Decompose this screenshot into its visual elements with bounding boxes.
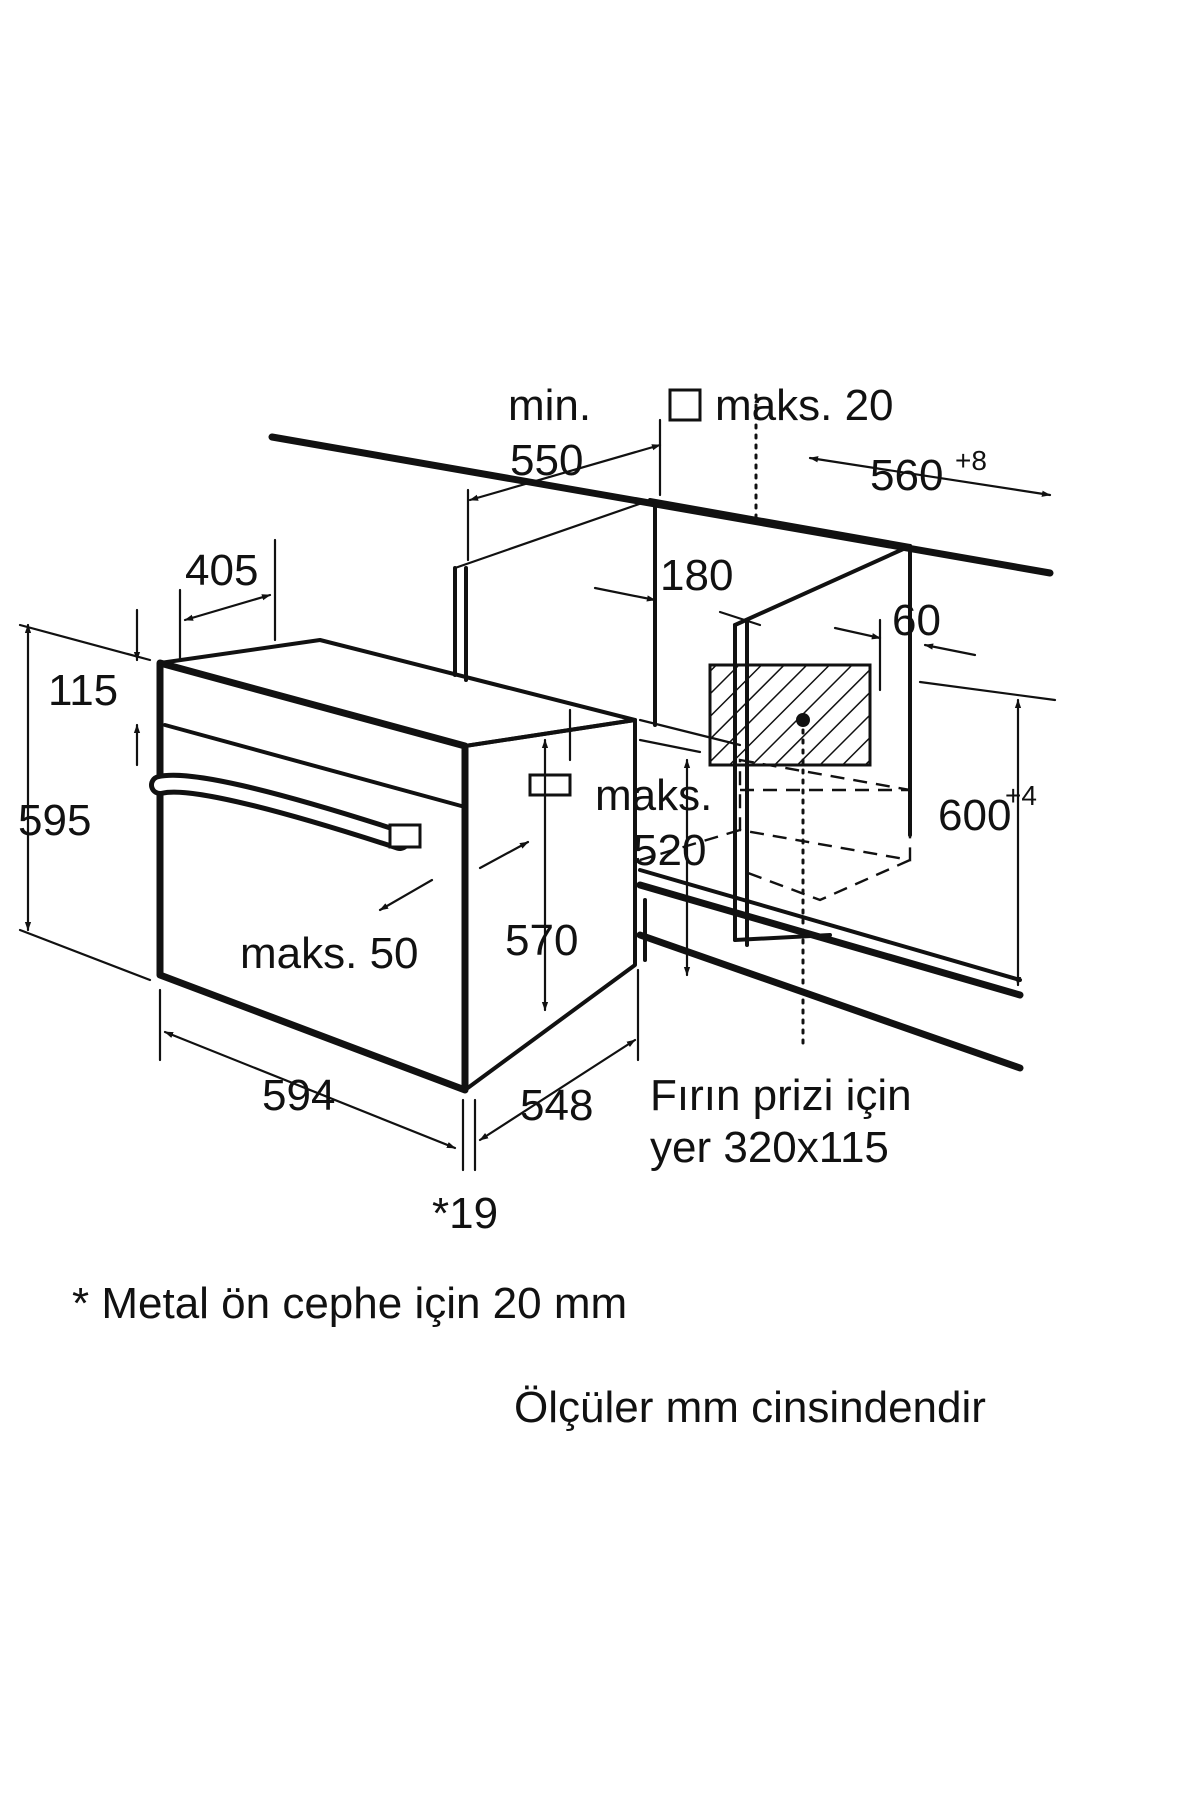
label-180: 180 xyxy=(660,551,733,600)
oven-side-vent xyxy=(528,773,572,797)
note-units: Ölçüler mm cinsindendir xyxy=(514,1383,986,1432)
label-600: 600 xyxy=(938,791,1011,840)
socket-caption-line1: Fırın prizi için xyxy=(650,1071,912,1120)
socket-caption: Fırın prizi için yer 320x115 xyxy=(650,1071,912,1172)
label-maks-20: maks. 20 xyxy=(715,381,894,430)
label-570: 570 xyxy=(505,916,578,965)
oven-side xyxy=(463,718,637,1092)
floor-line-2 xyxy=(638,868,1022,982)
note-metal-front: * Metal ön cephe için 20 mm xyxy=(72,1279,627,1328)
label-maks-520-line1: maks. xyxy=(595,771,712,820)
floor-line-1 xyxy=(636,881,1024,999)
oven xyxy=(149,638,637,1094)
dimension-labels: min. 550 maks. 20 560 +8 405 180 60 115 … xyxy=(18,381,1037,1238)
floor-step xyxy=(733,933,832,942)
oven-front xyxy=(156,659,469,1094)
label-560: 560 xyxy=(870,451,943,500)
label-min: min. xyxy=(508,381,591,430)
label-115: 115 xyxy=(48,666,118,715)
countertop-edge xyxy=(268,433,1054,577)
socket-caption-line2: yer 320x115 xyxy=(650,1123,889,1172)
label-19: *19 xyxy=(432,1189,498,1238)
label-595: 595 xyxy=(18,796,91,845)
label-550: 550 xyxy=(510,436,583,485)
oven-control-divider xyxy=(163,723,467,809)
label-405: 405 xyxy=(185,546,258,595)
floor-line-3 xyxy=(636,931,1024,1072)
handle-mount xyxy=(388,823,422,849)
niche-top-left-edge xyxy=(453,500,647,570)
label-maks-520-line2: 520 xyxy=(633,826,706,875)
socket-area xyxy=(708,663,872,767)
right-panel-top xyxy=(733,544,912,627)
label-60: 60 xyxy=(892,596,941,645)
label-maks-50: maks. 50 xyxy=(240,929,419,978)
dimension-lines xyxy=(18,388,1057,1172)
cabinet xyxy=(268,393,1054,1072)
label-600-tolerance: +4 xyxy=(1005,780,1037,811)
label-594: 594 xyxy=(262,1071,335,1120)
label-548: 548 xyxy=(520,1081,593,1130)
label-560-tolerance: +8 xyxy=(955,445,987,476)
countertop-back xyxy=(648,498,912,548)
square-symbol-icon xyxy=(668,388,702,422)
